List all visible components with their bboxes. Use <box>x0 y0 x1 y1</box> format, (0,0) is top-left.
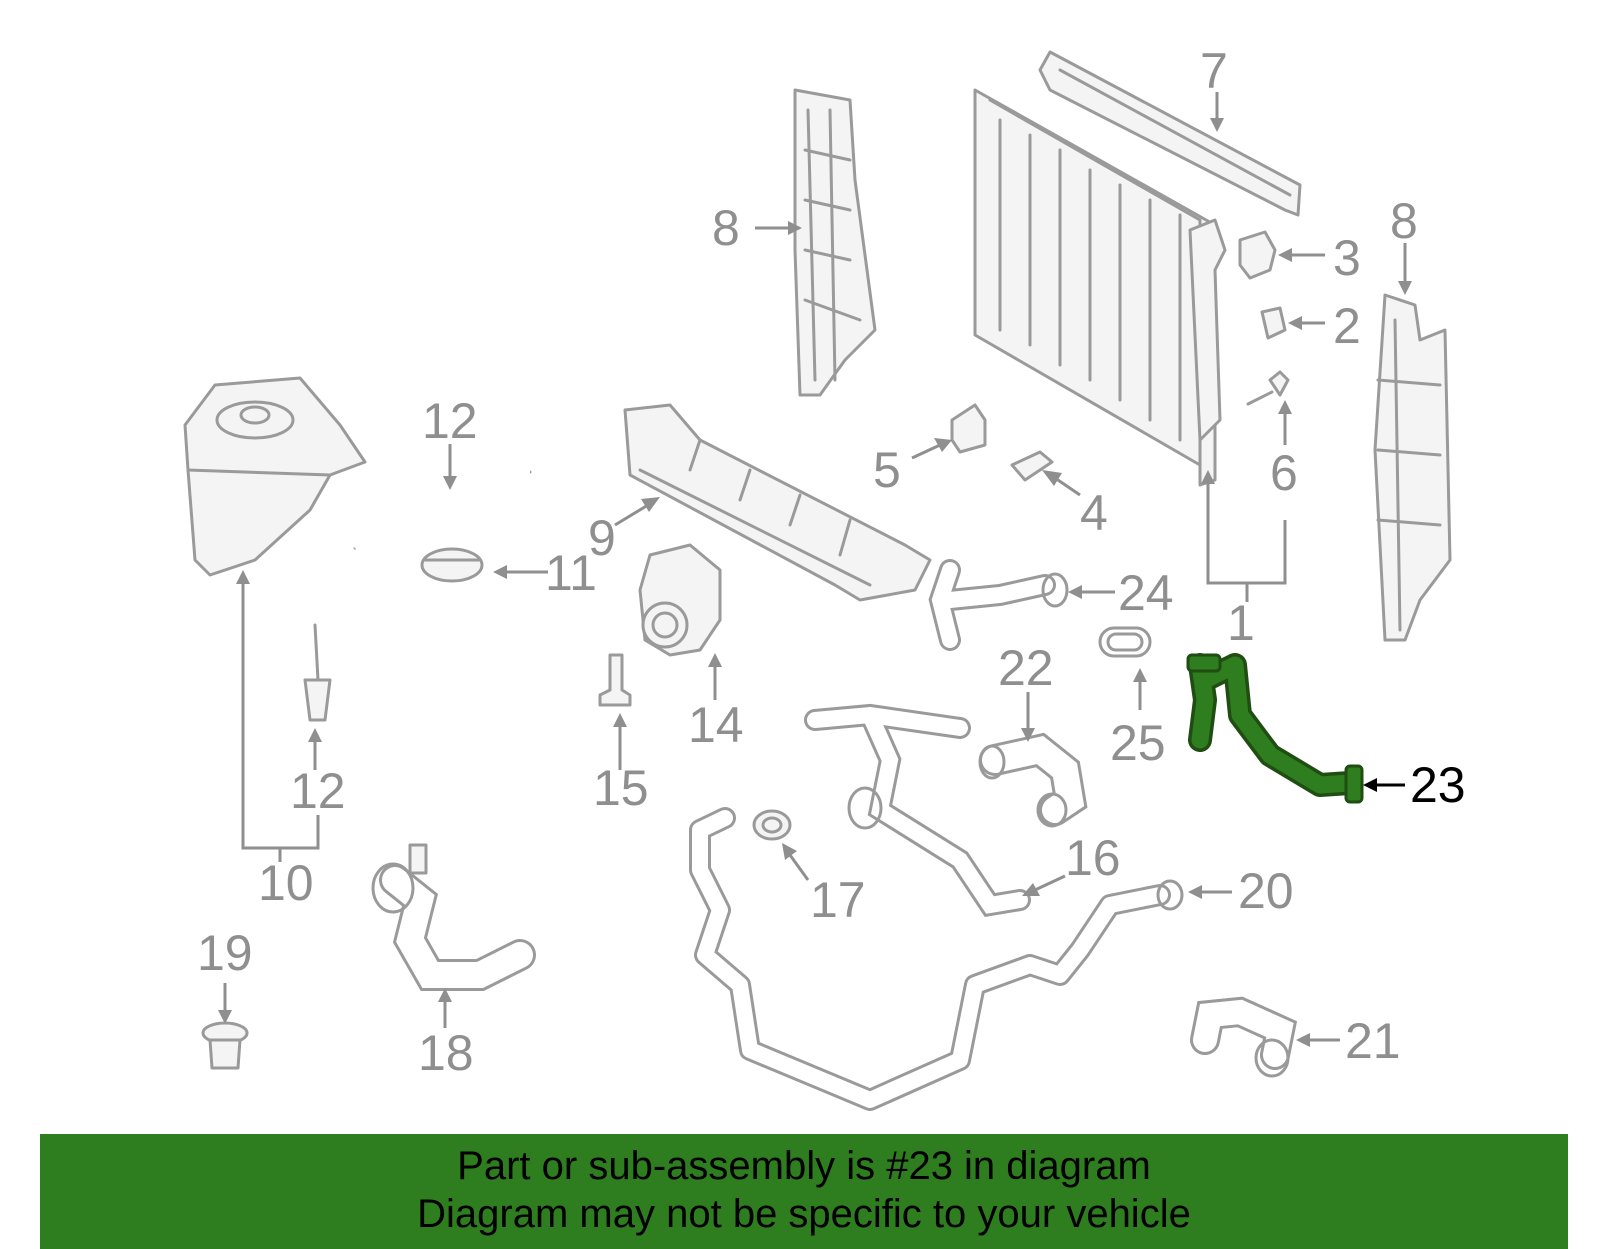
part-8-right-duct <box>1373 293 1452 642</box>
callout-22: 22 <box>998 640 1054 696</box>
part-15-bolt <box>598 653 632 707</box>
callout-1: 1 <box>1227 595 1255 651</box>
callout-19: 19 <box>197 925 253 981</box>
part-18-hose <box>371 843 536 991</box>
part-5-bracket <box>950 403 987 454</box>
part-20-hose <box>689 807 1184 1111</box>
part-9-air-guide <box>623 403 932 602</box>
callout-9: 9 <box>588 510 616 566</box>
part-12-sensor <box>303 623 332 722</box>
callout-7: 7 <box>1200 43 1228 99</box>
callout-8-right: 8 <box>1390 193 1418 249</box>
banner-line-1: Part or sub-assembly is #23 in diagram <box>457 1144 1151 1188</box>
callout-4: 4 <box>1080 485 1108 541</box>
part-10-expansion-tank <box>183 376 367 577</box>
callout-6: 6 <box>1270 445 1298 501</box>
part-4-bracket <box>1010 450 1054 482</box>
part-21-hose <box>1190 996 1298 1078</box>
part-3-clip <box>1238 230 1277 280</box>
callout-24: 24 <box>1118 565 1174 621</box>
part-25-seal <box>1098 626 1152 658</box>
part-14-water-pump <box>638 543 722 657</box>
part-24-hose <box>928 559 1069 651</box>
callout-23: 23 <box>1410 757 1466 813</box>
callout-15: 15 <box>593 760 649 816</box>
callout-14: 14 <box>688 697 744 753</box>
callout-11: 11 <box>545 545 597 601</box>
callout-3: 3 <box>1333 230 1361 286</box>
part-23-highlighted-hose[interactable] <box>1186 653 1364 804</box>
callout-8-left: 8 <box>712 200 740 256</box>
part-8-left-duct <box>793 88 877 397</box>
callout-18: 18 <box>418 1025 474 1081</box>
part-13-vent-hose <box>353 465 532 550</box>
callout-10: 10 <box>258 855 314 911</box>
callout-25: 25 <box>1110 715 1166 771</box>
callout-5: 5 <box>873 442 901 498</box>
part-2-grommet <box>1260 306 1287 340</box>
leader-lines <box>218 92 1412 1047</box>
part-19-plug <box>201 1021 249 1070</box>
part-22-hose <box>978 732 1088 828</box>
callout-21: 21 <box>1345 1013 1401 1069</box>
banner-line-2: Diagram may not be specific to your vehi… <box>417 1192 1191 1236</box>
callout-13: 12 <box>422 393 478 449</box>
part-7-support-bar <box>1038 50 1302 217</box>
part-17-plug <box>752 809 792 841</box>
callout-numbers: 7 8 8 3 2 6 12 5 4 9 11 24 1 22 14 25 23… <box>197 43 1466 1081</box>
part-11-cap <box>420 547 484 583</box>
callout-12: 12 <box>290 763 346 819</box>
part-6-drain-plug <box>1246 370 1290 406</box>
callout-2: 2 <box>1333 298 1361 354</box>
part-1-radiator <box>973 88 1227 487</box>
callout-17: 17 <box>810 872 866 928</box>
callout-16: 16 <box>1065 830 1121 886</box>
info-banner: Part or sub-assembly is #23 in diagram D… <box>40 1134 1568 1249</box>
callout-20: 20 <box>1238 863 1294 919</box>
part-16-hose <box>804 703 1031 918</box>
